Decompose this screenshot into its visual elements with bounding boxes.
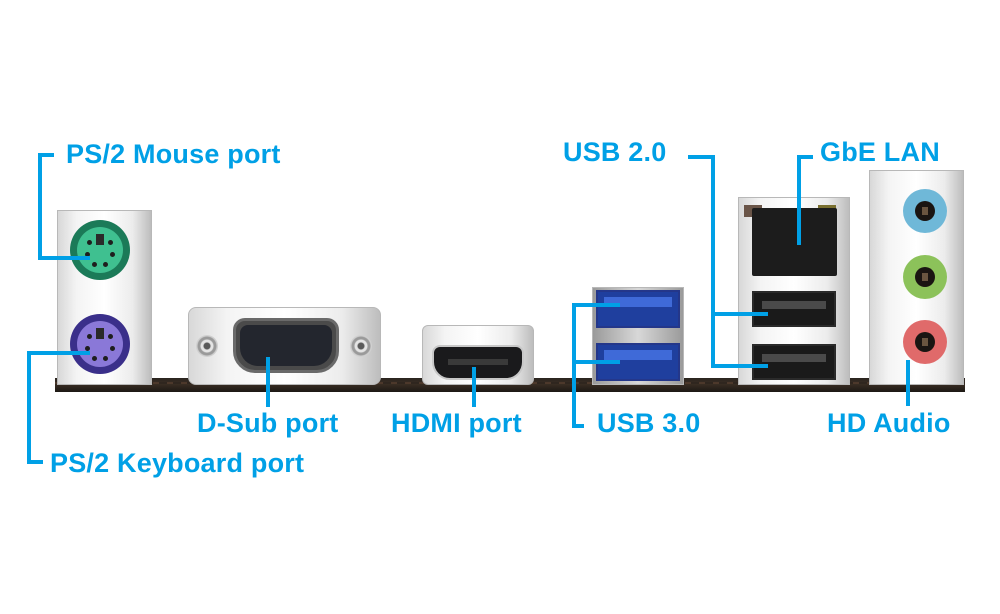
label-audio: HD Audio bbox=[827, 408, 951, 438]
leader-ps2-keyboard-v bbox=[27, 351, 31, 464]
leader-usb2-start bbox=[688, 155, 714, 159]
lan-port bbox=[752, 208, 837, 276]
leader-usb2-bottom bbox=[711, 364, 768, 368]
ps2-mouse-port bbox=[70, 220, 130, 280]
label-usb2: USB 2.0 bbox=[563, 137, 667, 167]
dsub-screw-left bbox=[196, 335, 218, 357]
leader-usb3-v bbox=[572, 303, 576, 428]
leader-ps2-keyboard-end bbox=[27, 460, 43, 464]
leader-hdmi bbox=[472, 367, 476, 407]
leader-ps2-mouse-h bbox=[38, 256, 90, 260]
leader-ps2-mouse bbox=[38, 153, 54, 157]
usb2-port-bottom bbox=[752, 344, 836, 380]
leader-usb3-end bbox=[572, 424, 584, 428]
hdmi-port bbox=[432, 345, 524, 380]
leader-audio bbox=[906, 360, 910, 406]
leader-usb2-top bbox=[711, 312, 768, 316]
audio-jack-line-out bbox=[903, 255, 947, 299]
label-ps2-keyboard: PS/2 Keyboard port bbox=[50, 448, 305, 478]
leader-lan-v bbox=[797, 155, 801, 245]
leader-ps2-mouse-v bbox=[38, 153, 42, 260]
label-dsub: D-Sub port bbox=[197, 408, 339, 438]
leader-usb3-top bbox=[572, 303, 620, 307]
usb3-port-bottom bbox=[596, 343, 680, 381]
leader-lan-h bbox=[797, 155, 813, 159]
label-ps2-mouse: PS/2 Mouse port bbox=[66, 139, 281, 169]
leader-usb3-bottom bbox=[572, 360, 620, 364]
dsub-screw-right bbox=[350, 335, 372, 357]
dsub-port bbox=[233, 318, 339, 373]
usb2-port-top bbox=[752, 291, 836, 327]
leader-ps2-keyboard-h bbox=[27, 351, 90, 355]
label-lan: GbE LAN bbox=[820, 137, 940, 167]
audio-jack-line-in bbox=[903, 189, 947, 233]
audio-jack-mic bbox=[903, 320, 947, 364]
usb3-port-top bbox=[596, 290, 680, 328]
leader-dsub bbox=[266, 357, 270, 407]
label-hdmi: HDMI port bbox=[391, 408, 522, 438]
leader-usb2-v bbox=[711, 155, 715, 367]
ps2-keyboard-port bbox=[70, 314, 130, 374]
label-usb3: USB 3.0 bbox=[597, 408, 701, 438]
